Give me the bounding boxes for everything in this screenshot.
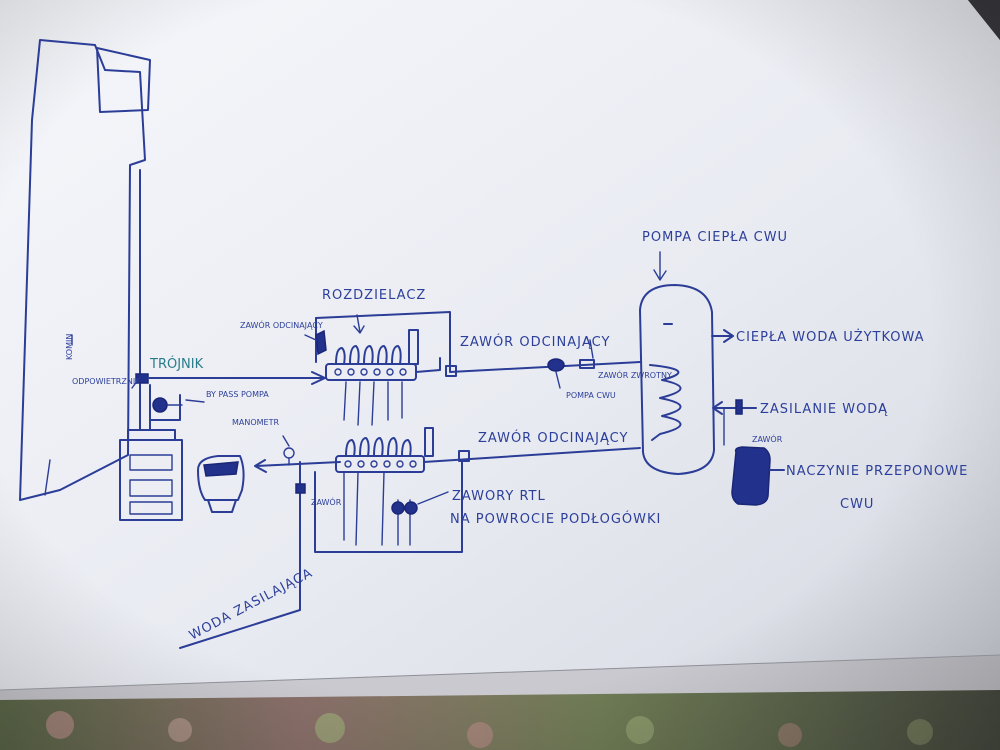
naczynie-przeponowe: ZAWÓR NACZYNIE PRZEPONOWE CWU xyxy=(723,407,968,512)
zawor-left-bottom-label: ZAWÓR xyxy=(311,496,342,507)
return-pipe xyxy=(255,461,341,467)
zawor-right-label: ZAWÓR xyxy=(752,433,783,444)
zawor-odcinajacy-left: ZAWÓR ODCINAJĄCY xyxy=(240,319,327,356)
rozdzielacz-top: ROZDZIELACZ xyxy=(315,288,451,426)
naczynie-label-2: CWU xyxy=(840,497,874,512)
zawor-odcinajacy-left-label: ZAWÓR ODCINAJĄCY xyxy=(240,319,323,330)
trojnik-label: TRÓJNIK xyxy=(149,356,204,372)
pompa-ciepla-label: POMPA CIEPŁA CWU xyxy=(642,230,788,245)
zawor-odcinajacy-bottom: ZAWÓR ODCINAJĄCY xyxy=(458,430,628,462)
zawor-zwrotny-label: ZAWÓR ZWROTNY xyxy=(598,369,672,380)
pompa-ciepla-cwu: POMPA CIEPŁA CWU xyxy=(639,230,788,475)
paper-edge xyxy=(0,654,1000,691)
zawor-odcinajacy-top: ZAWÓR ODCINAJĄCY xyxy=(445,334,610,377)
supply-arrow xyxy=(311,371,326,385)
rozdzielacz-label: ROZDZIELACZ xyxy=(322,288,426,303)
zasilanie-woda-label: ZASILANIE WODĄ xyxy=(760,402,888,417)
zawory-rtl-label-2: NA POWROCIE PODŁOGÓWKI xyxy=(450,511,661,527)
ciepla-woda-label: CIEPŁA WODA UŻYTKOWA xyxy=(736,329,925,345)
chimney: KOMIN xyxy=(19,39,151,501)
zasilanie-woda-input: ZASILANIE WODĄ xyxy=(712,399,888,417)
boiler xyxy=(119,429,183,521)
manometr-label: MANOMETR xyxy=(232,418,280,427)
return-arrow xyxy=(254,459,267,473)
odpowietrznik-label: ODPOWIETRZNIK xyxy=(72,377,141,386)
ciepla-woda-output: CIEPŁA WODA UŻYTKOWA xyxy=(711,329,925,345)
buffer-tank xyxy=(197,455,245,513)
zawor-odcinajacy-top-label: ZAWÓR ODCINAJĄCY xyxy=(460,334,610,350)
cwu-supply-pipe xyxy=(449,351,641,373)
rtl-pointer xyxy=(417,491,449,505)
bypass-pump: BY PASS POMPA xyxy=(149,390,269,421)
naczynie-label-1: NACZYNIE PRZEPONOWE xyxy=(786,464,968,479)
pompa-cwu-small-label: POMPA CWU xyxy=(566,391,616,400)
zawory-rtl-label-1: ZAWORY RTL xyxy=(452,489,546,504)
odpowietrznik-pointer xyxy=(131,379,139,389)
bypass-label: BY PASS POMPA xyxy=(206,390,269,399)
pompa-cwu-valve: ZAWÓR ZWROTNY POMPA CWU xyxy=(547,339,672,400)
rozdzielacz-bottom xyxy=(314,427,463,553)
zawor-odcinajacy-bottom-label: ZAWÓR ODCINAJĄCY xyxy=(478,430,628,446)
chimney-label: KOMIN xyxy=(65,334,74,360)
